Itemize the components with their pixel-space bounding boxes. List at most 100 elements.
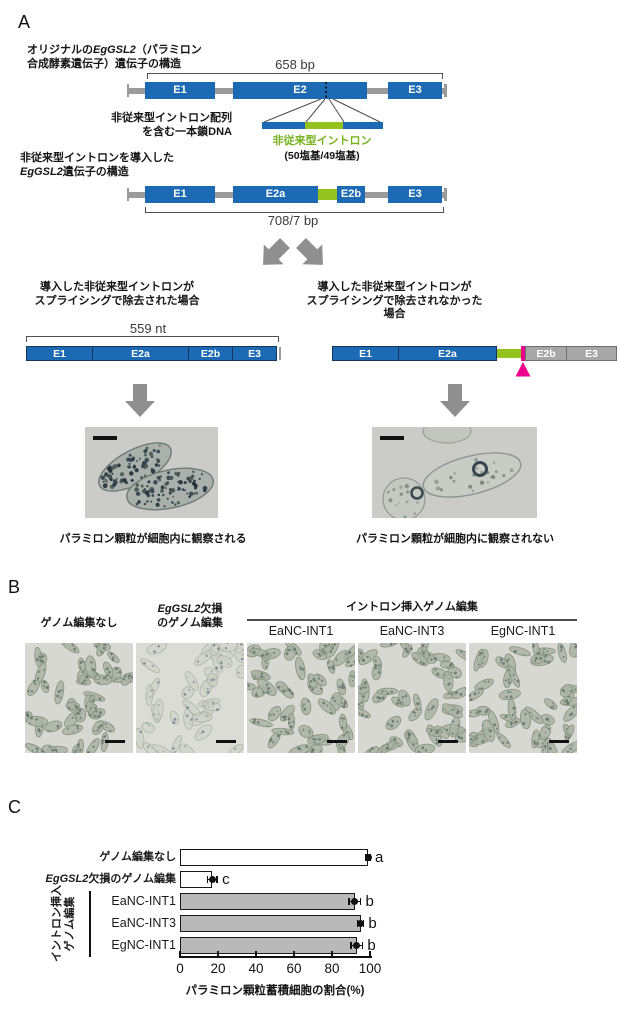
knockout-label-line2: のゲノム編集	[157, 616, 223, 629]
error-bar-cap	[359, 898, 362, 905]
chart-category-label: EgNC-INT1	[111, 938, 176, 952]
x-axis-title: パラミロン顆粒蓄積細胞の割合(%)	[185, 985, 365, 997]
exon-box-e1: E1	[145, 186, 215, 203]
x-axis-tick	[293, 951, 295, 956]
mrna-exon-e2a: E2a	[92, 346, 189, 361]
chart-category-label: ゲノム編集なし	[99, 851, 176, 863]
premature-stop-mark	[521, 346, 525, 361]
exon-box-e2b: E2b	[337, 186, 365, 203]
unspliced-result-caption: パラミロン顆粒が細胞内に観察されない	[356, 533, 554, 545]
edited-gene-title: 非従来型イントロンを導入した EgGSL2遺伝子の構造	[20, 152, 174, 179]
knockout-column-label: EgGSL2欠損 のゲノム編集	[130, 603, 250, 630]
x-axis-tick-label: 20	[210, 961, 226, 976]
length-label-559nt: 559 nt	[129, 321, 167, 336]
micrograph-paramylon-absent	[372, 427, 537, 518]
measure-bracket	[147, 73, 443, 79]
title-text: （パラミロン	[135, 44, 202, 56]
scale-bar	[380, 436, 404, 440]
x-axis-tick-label: 0	[176, 961, 184, 976]
panel-a-label: A	[18, 12, 31, 32]
mean-marker	[353, 942, 361, 949]
gene-line-end-tick	[444, 84, 447, 97]
x-axis-tick-label: 60	[286, 961, 302, 976]
measure-bracket	[145, 207, 444, 213]
micrograph-egnc-int1	[469, 643, 577, 753]
chart-bar	[180, 937, 357, 954]
case-line1: 導入した非従来型イントロンが	[40, 281, 194, 293]
exon-box-e1: E1	[145, 82, 215, 99]
gene-line-end-tick	[444, 188, 447, 201]
mrna-exon-e1: E1	[26, 346, 93, 361]
ssdna-bar	[262, 122, 383, 129]
scale-bar	[93, 436, 117, 440]
unspliced-case-label: 導入した非従来型イントロンが スプライシングで除去されなかった場合	[302, 281, 487, 322]
mean-marker	[351, 898, 359, 905]
chart-category-label: EaNC-INT1	[111, 894, 176, 908]
mrna-exon-e2a: E2a	[398, 346, 497, 361]
chart-category-label: EgGSL2欠損のゲノム編集	[45, 873, 176, 885]
title-text: 非従来型イントロンを導入した	[20, 152, 174, 164]
x-axis-tick-label: 40	[248, 961, 264, 976]
mean-marker	[364, 854, 372, 861]
scale-bar	[327, 739, 347, 743]
exon-box-e3: E3	[388, 82, 442, 99]
chart-category-label: EaNC-INT3	[111, 916, 176, 930]
error-bar-cap	[216, 876, 218, 883]
column-label-eanc-int1: EaNC-INT1	[268, 624, 334, 638]
no-editing-column-label: ゲノム編集なし	[40, 617, 118, 629]
micrograph-eanc-int3	[358, 643, 466, 753]
chart-bar	[180, 915, 361, 932]
intron-green-label: 非従来型イントロン	[272, 135, 372, 147]
scale-bar	[216, 739, 236, 743]
scale-bar	[438, 739, 458, 743]
case-line2: スプライシングで除去された場合	[34, 294, 200, 307]
x-axis-tick-label: 100	[358, 961, 382, 976]
error-bar-cap	[206, 876, 209, 883]
mrna-exon-e3-untranslated: E3	[566, 346, 617, 361]
title-text-line2: 合成酵素遺伝子）遺伝子の構造	[27, 57, 181, 70]
length-label-658bp: 658 bp	[275, 57, 315, 72]
measure-bracket	[26, 336, 279, 342]
significance-letter: b	[367, 936, 376, 954]
chart-bar	[180, 893, 355, 910]
micrograph-paramylon-present	[85, 427, 218, 518]
gene-name-eggsl2: EgGSL2	[45, 873, 89, 885]
x-axis-tick	[369, 951, 371, 956]
chart-bar	[180, 849, 369, 866]
knockout-label-rest: 欠損	[200, 603, 223, 615]
exon-box-e3: E3	[388, 186, 442, 203]
spliced-case-label: 導入した非従来型イントロンが スプライシングで除去された場合	[32, 281, 202, 308]
title-text: オリジナルの	[27, 44, 93, 56]
x-axis-tick-label: 80	[324, 961, 340, 976]
length-label-708bp: 708/7 bp	[267, 213, 319, 228]
ssdna-label-line1: 非従来型イントロン配列	[111, 112, 232, 124]
significance-letter: c	[222, 870, 230, 888]
case-line1: 導入した非従来型イントロンが	[317, 281, 472, 293]
spliced-result-caption: パラミロン顆粒が細胞内に観察される	[59, 533, 247, 545]
x-axis-tick	[331, 951, 333, 956]
panel-b-label: B	[8, 577, 21, 597]
significance-letter: b	[365, 892, 374, 910]
ssdna-label-line2: を含む一本鎖DNA	[142, 125, 232, 138]
x-axis-tick	[255, 951, 257, 956]
ssdna-intron-segment	[305, 122, 343, 129]
mrna-exon-e2b-untranslated: E2b	[525, 346, 567, 361]
column-label-egnc-int1: EgNC-INT1	[490, 624, 556, 638]
exon-box-e2: E2	[233, 82, 367, 99]
intron-size-label: (50塩基/49塩基)	[284, 150, 360, 162]
significance-letter: b	[368, 914, 377, 932]
original-gene-title: オリジナルのEgGSL2（パラミロン 合成酵素遺伝子）遺伝子の構造	[27, 44, 202, 71]
gene-line-end-tick	[126, 188, 129, 201]
intron-group-underline	[247, 619, 577, 621]
x-axis-line	[179, 956, 372, 958]
error-bar-cap	[348, 898, 350, 905]
exon-box-e2a: E2a	[233, 186, 318, 203]
error-bar-cap	[350, 942, 352, 949]
x-axis-tick	[179, 951, 181, 956]
ssdna-label: 非従来型イントロン配列 を含む一本鎖DNA	[88, 112, 232, 139]
panel-c-label: C	[8, 797, 21, 817]
mrna-exon-e3: E3	[232, 346, 277, 361]
scale-bar	[549, 739, 569, 743]
